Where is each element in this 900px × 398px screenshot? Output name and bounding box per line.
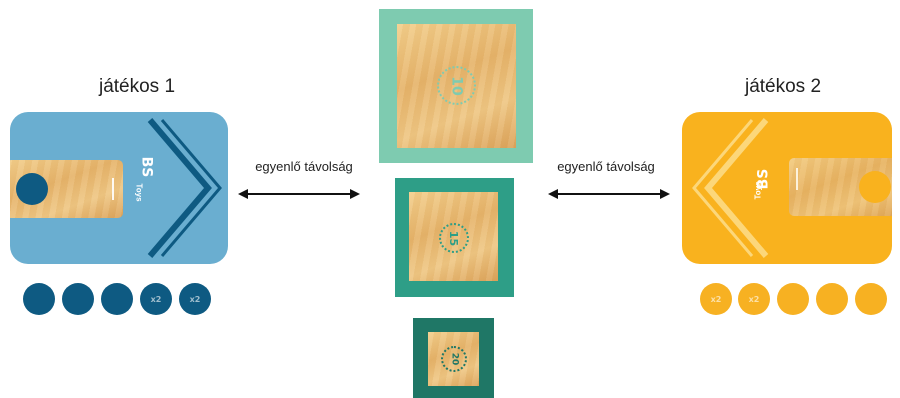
token: [23, 283, 55, 315]
right-distance-label: egyenlő távolság: [557, 159, 655, 174]
token: x2: [140, 283, 172, 315]
token: [855, 283, 887, 315]
player-1-puck: [16, 173, 48, 205]
target-20-score-badge: 20: [441, 346, 467, 372]
token: [816, 283, 848, 315]
left-distance-arrow: [238, 189, 360, 199]
token: [101, 283, 133, 315]
player-2-chevrons: [692, 118, 769, 258]
player-2-board: BS Toys: [682, 112, 892, 264]
player-2-tokens: x2 x2: [700, 283, 900, 317]
launcher-notch: [112, 178, 114, 200]
player-2-puck: [859, 171, 891, 203]
target-15-score-badge: 15: [439, 223, 469, 253]
player-2-title: játékos 2: [744, 76, 822, 97]
player-1-tokens: x2 x2: [23, 283, 223, 317]
brand-label: Toys: [134, 183, 144, 202]
player-1-chevrons: [147, 118, 222, 258]
target-10-score-badge: 10: [437, 66, 476, 105]
target-10-wood: 10: [397, 24, 516, 148]
right-distance-arrow: [548, 189, 670, 199]
token: [62, 283, 94, 315]
left-distance-label: egyenlő távolság: [255, 159, 353, 174]
player-2-logo: BS Toys: [750, 164, 776, 212]
token: x2: [700, 283, 732, 315]
player-2-launcher: [789, 158, 892, 216]
token: x2: [179, 283, 211, 315]
player-1-logo: BS Toys: [129, 156, 155, 208]
token: [777, 283, 809, 315]
target-20-wood: 20: [428, 332, 479, 386]
player-1-board: BS Toys: [10, 112, 228, 264]
brand-label: Toys: [753, 181, 763, 200]
target-20: 20: [413, 318, 494, 398]
target-10: 10: [379, 9, 533, 163]
token: x2: [738, 283, 770, 315]
target-15: 15: [395, 178, 514, 297]
player-1-launcher: [10, 160, 123, 218]
logo-mark: BS: [138, 156, 155, 178]
launcher-notch: [796, 168, 798, 190]
target-15-wood: 15: [409, 192, 498, 281]
player-1-title: játékos 1: [98, 76, 176, 97]
